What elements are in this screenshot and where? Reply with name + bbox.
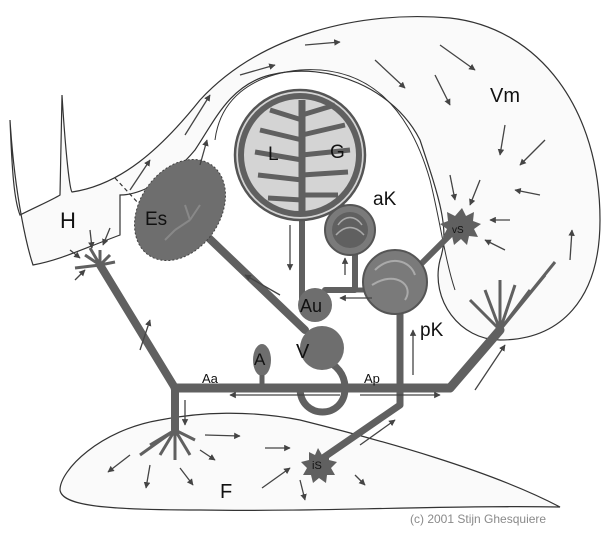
label-es: Es [145, 209, 167, 230]
label-a: A [254, 350, 266, 369]
mantle-branches [468, 261, 557, 332]
auricle [298, 288, 332, 322]
label-g: G [330, 142, 345, 163]
label-lung: L [268, 144, 279, 165]
posterior-kidney [362, 249, 428, 315]
label-v: V [296, 341, 310, 363]
anterior-kidney [324, 204, 376, 256]
label-head: H [60, 208, 76, 233]
foot-branches [139, 428, 196, 460]
lung [233, 88, 367, 222]
head-branches [74, 247, 116, 270]
label-ak: aK [373, 189, 397, 210]
copyright-credit: (c) 2001 Stijn Ghesquiere [410, 512, 547, 526]
label-pk: pK [420, 320, 444, 341]
vs-sinus [440, 208, 481, 245]
is-sinus [301, 448, 337, 483]
label-vs: vS [452, 225, 464, 236]
flow-arrows [69, 39, 575, 501]
ventricle [300, 326, 344, 370]
label-foot: F [220, 481, 232, 503]
label-vm: Vm [490, 85, 520, 107]
label-ap: Ap [364, 371, 380, 386]
label-au: Au [300, 296, 322, 316]
ampulla [253, 344, 271, 376]
head-boundary [114, 177, 141, 206]
es-organ [134, 158, 226, 262]
label-is: iS [312, 460, 322, 472]
es-branches [164, 204, 201, 241]
label-aa: Aa [202, 371, 219, 386]
